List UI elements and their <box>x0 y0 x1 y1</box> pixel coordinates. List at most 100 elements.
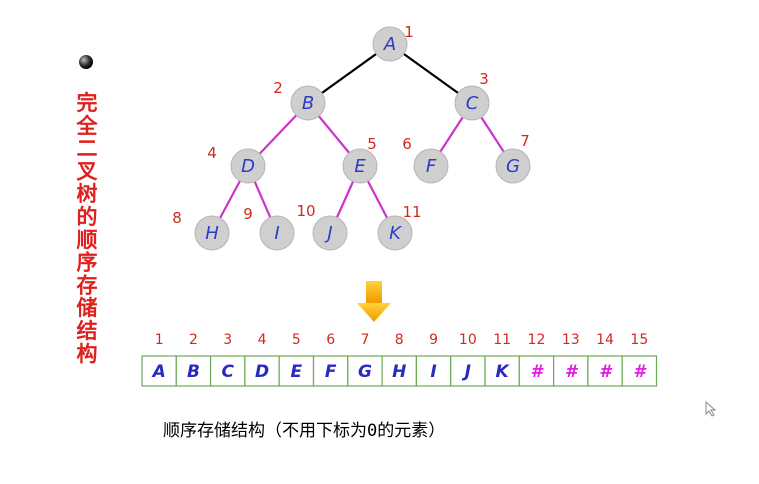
title-char: 的 <box>77 205 98 229</box>
array-cell-value: I <box>430 362 436 382</box>
node-label: E <box>354 156 366 177</box>
array-cell-value: A <box>151 362 166 382</box>
array-cell: # <box>587 355 623 387</box>
array-cell-value: F <box>325 362 337 382</box>
array-index: 14 <box>596 332 614 348</box>
array-cell-value: # <box>633 362 647 382</box>
tree-node: K11 <box>377 203 422 251</box>
tree-node: J10 <box>296 202 348 251</box>
title-char: 序 <box>77 251 98 275</box>
title-char: 结 <box>77 319 98 343</box>
array-cell-value: H <box>392 362 406 382</box>
array-cell: # <box>621 355 658 387</box>
node-label: H <box>205 223 219 244</box>
array-cell-value: # <box>565 362 579 382</box>
node-index: 5 <box>367 135 377 153</box>
array-cell-value: G <box>358 362 372 382</box>
tree-node: A1 <box>372 23 414 62</box>
array-index: 10 <box>459 332 477 348</box>
array-index: 15 <box>630 332 648 348</box>
title-char: 树 <box>77 182 98 206</box>
bullet-icon <box>79 55 93 69</box>
node-label: I <box>274 223 279 244</box>
array-cell: K <box>484 355 520 387</box>
array-index: 9 <box>429 332 438 348</box>
node-label: C <box>466 93 479 114</box>
node-index: 2 <box>273 79 283 97</box>
node-index: 8 <box>172 209 182 227</box>
array-cell: # <box>552 355 589 387</box>
tree-node: I9 <box>243 205 295 251</box>
array-cell-value: D <box>255 362 269 382</box>
array-cell: J <box>450 355 486 387</box>
array-index: 3 <box>223 332 232 348</box>
node-label: D <box>241 156 255 177</box>
tree-node: C3 <box>454 70 490 121</box>
array-cell: E <box>278 355 315 387</box>
node-circle <box>377 215 413 251</box>
array-cell-box <box>484 355 520 387</box>
array-index: 4 <box>258 332 267 348</box>
node-label: J <box>324 223 332 244</box>
array-index: 7 <box>360 332 369 348</box>
array-cell-box <box>278 355 315 387</box>
node-label: A <box>383 34 396 55</box>
title-char: 构 <box>77 342 98 366</box>
node-circle <box>495 148 531 184</box>
node-circle <box>259 215 295 251</box>
array-cell-box <box>518 355 555 387</box>
tree-node: F6 <box>402 135 449 184</box>
array-cell-value: E <box>291 362 303 382</box>
array-index: 8 <box>395 332 404 348</box>
node-circle <box>454 85 490 121</box>
node-label: F <box>426 156 437 177</box>
node-index: 4 <box>207 144 217 162</box>
title-char: 储 <box>77 296 98 320</box>
title-char: 顺 <box>77 228 98 252</box>
node-index: 9 <box>243 205 253 223</box>
node-label: B <box>302 93 314 114</box>
tree-node: G7 <box>495 132 531 184</box>
array-cell: H <box>381 355 418 387</box>
array-cell-value: J <box>462 362 471 382</box>
array-index: 2 <box>189 332 198 348</box>
array-cell-box <box>450 355 486 387</box>
array-index: 1 <box>155 332 164 348</box>
node-circle <box>342 148 378 184</box>
title-char: 叉 <box>76 159 99 183</box>
array-cell-value: # <box>531 362 545 382</box>
array-cell-box <box>381 355 418 387</box>
title-char: 存 <box>77 273 98 297</box>
node-index: 3 <box>479 70 489 88</box>
array-index: 13 <box>562 332 580 348</box>
node-circle <box>230 148 266 184</box>
node-label: K <box>389 223 402 244</box>
array-cell: D <box>244 355 280 387</box>
tree-node: E5 <box>342 135 378 184</box>
array-cell: G <box>347 355 383 387</box>
array-cell: B <box>175 355 212 387</box>
tree-node: B2 <box>273 79 326 121</box>
array-cell-box <box>621 355 658 387</box>
array-index: 6 <box>326 332 335 348</box>
node-index: 1 <box>404 23 414 41</box>
array-cell: F <box>312 355 349 387</box>
title-char: 二 <box>77 137 98 161</box>
node-circle <box>372 26 408 62</box>
cursor-icon <box>705 400 717 417</box>
array-cell: # <box>518 355 555 387</box>
array-index: 11 <box>493 332 511 348</box>
array-index: 5 <box>292 332 301 348</box>
node-label: G <box>506 156 520 177</box>
array-cell-box <box>244 355 280 387</box>
node-circle <box>290 85 326 121</box>
tree-edges <box>211 43 514 234</box>
array-cell-box <box>552 355 589 387</box>
node-index: 6 <box>402 135 412 153</box>
array-cell: I <box>415 355 452 387</box>
array-cell: A <box>141 355 177 387</box>
array-index: 12 <box>528 332 546 348</box>
